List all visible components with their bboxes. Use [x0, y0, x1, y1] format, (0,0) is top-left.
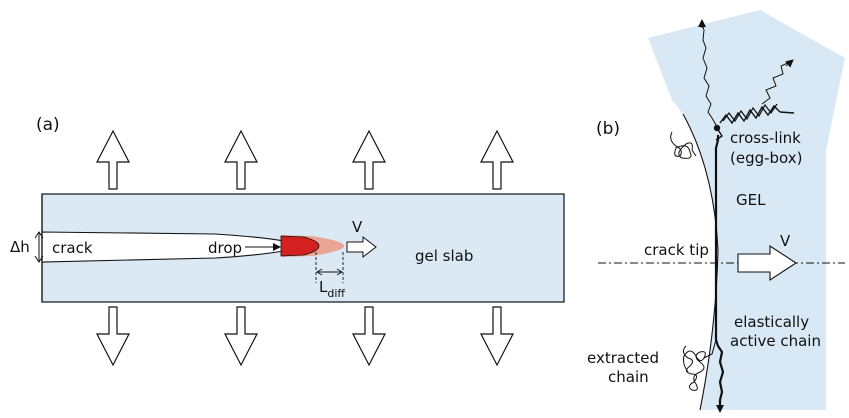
up-arrow-4: [480, 129, 514, 190]
panel-a-label: (a): [36, 115, 60, 135]
delta-h-label: Δh: [10, 238, 30, 256]
crack-tip-velocity-arrow: [737, 244, 798, 282]
extracted-chain-top-icon: [670, 131, 693, 159]
down-arrow-2: [224, 306, 258, 367]
egg-box-label: (egg-box): [730, 149, 803, 167]
up-arrow-3: [352, 129, 386, 190]
chain-up-2: [761, 61, 791, 105]
up-arrow-1: [96, 129, 130, 190]
crack-label: crack: [52, 239, 93, 257]
panel-a: (a) Δh crack drop V gel slab: [10, 115, 565, 367]
velocity-arrow: [346, 235, 377, 259]
gel-label: GEL: [736, 191, 766, 209]
active-chain-label-2: active chain: [730, 332, 821, 350]
drop-label: drop: [208, 239, 242, 257]
tension-arrows-up: [96, 129, 514, 190]
egg-box-crosslink-2: [722, 103, 778, 123]
extracted-chain-label-1: extracted: [587, 349, 659, 367]
panel-b-label: (b): [596, 119, 620, 139]
tension-arrows-down: [96, 306, 514, 367]
down-arrow-4: [480, 306, 514, 367]
elastically-active-chain: [714, 135, 725, 408]
up-arrow-2: [224, 129, 258, 190]
cross-link-label: cross-link: [730, 129, 801, 147]
extracted-chain-icon: [682, 345, 706, 391]
gel-region: [648, 10, 845, 410]
l-diff-label: Ldiff: [319, 278, 345, 300]
active-chain-label-1: elastically: [734, 313, 809, 331]
crack-tip-velocity-label: V: [780, 232, 791, 250]
extracted-chain-label-2: chain: [608, 368, 649, 386]
crack-tip-label: crack tip: [644, 241, 709, 259]
drop: [280, 235, 320, 257]
velocity-label: V: [352, 218, 363, 236]
panel-b: (b) cross-link (egg-box) GEL: [587, 10, 845, 413]
crack-profile: [682, 113, 719, 411]
l-diff-dimension: [315, 252, 344, 283]
gel-slab-label: gel slab: [415, 247, 473, 265]
chain-up-1: [701, 23, 717, 126]
down-arrow-3: [352, 306, 386, 367]
delta-h-dimension: [34, 231, 44, 263]
down-arrow-1: [96, 306, 130, 367]
